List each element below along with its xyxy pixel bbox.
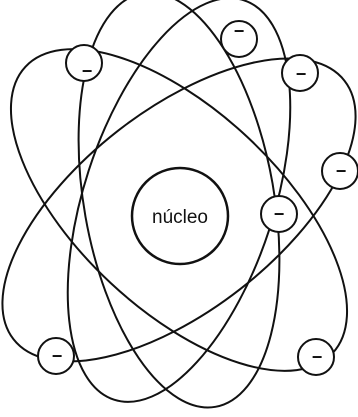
electron-charge-label: − [312,347,323,367]
electron-charge-label: − [82,61,93,81]
electron-charge-label: − [336,161,347,181]
electron: − [38,338,74,374]
electron: − [261,196,297,232]
electron: − [282,55,318,91]
electron-charge-label: − [296,64,307,84]
electron-charge-label: − [234,21,245,41]
nucleus: núcleo [132,168,228,264]
electron-charge-label: − [274,204,285,224]
electron-charge-label: − [52,346,63,366]
electron: − [221,21,257,57]
electron: − [298,339,334,375]
electron: − [322,153,358,189]
electron: − [66,45,102,81]
nucleus-label: núcleo [152,207,208,228]
